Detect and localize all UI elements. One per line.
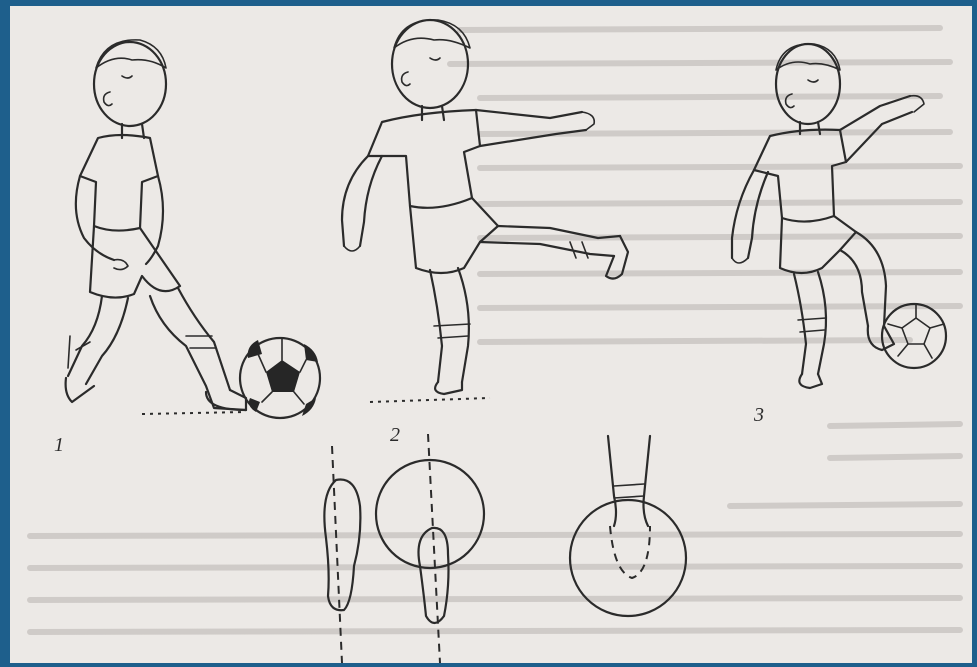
football-kick-illustration [10,6,972,663]
figure-label-3: 3 [754,404,764,427]
figure-label-2: 2 [390,424,400,447]
book-page-photo: 1 2 3 [10,6,972,663]
diagram-leg-on-ball [570,436,686,616]
figure-label-1: 1 [54,434,64,457]
diagram-ball-and-foot [376,434,484,663]
figure-1-boy [66,40,246,410]
diagram-foot-sole [324,446,360,663]
figure-2-boy [342,20,628,394]
soccer-ball-3 [882,304,946,368]
soccer-ball-1 [240,338,320,418]
figure-3-boy [732,44,924,388]
